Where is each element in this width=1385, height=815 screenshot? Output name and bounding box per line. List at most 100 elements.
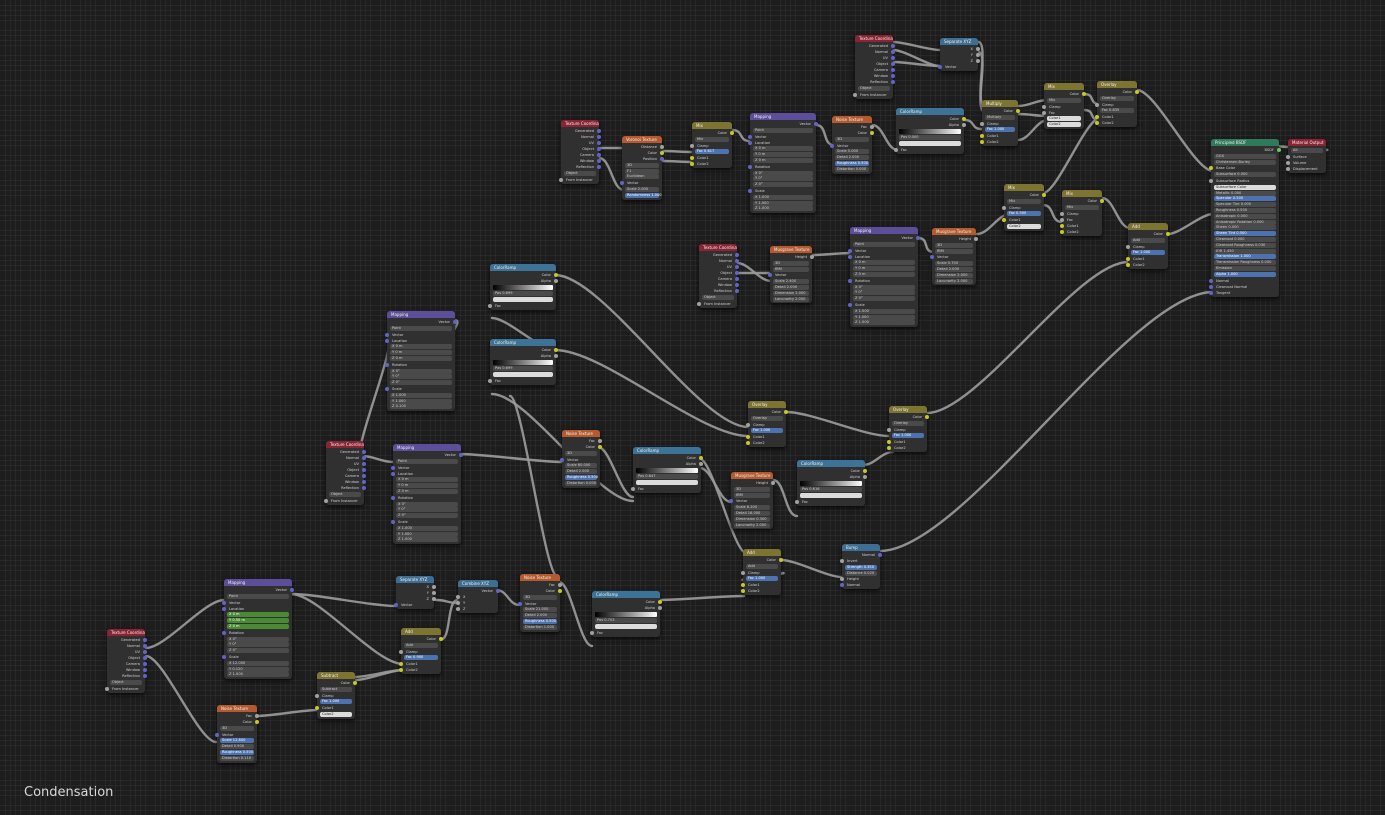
- socket-dot[interactable]: [748, 134, 752, 139]
- input-socket-row[interactable]: Location: [748, 140, 813, 146]
- socket-dot[interactable]: [735, 283, 739, 287]
- property-field[interactable]: 3D: [523, 594, 557, 600]
- socket-dot[interactable]: [810, 255, 814, 259]
- socket-dot[interactable]: [748, 188, 752, 193]
- input-socket-row[interactable]: Color2: [690, 161, 729, 167]
- input-socket-row[interactable]: Rotation: [848, 278, 915, 284]
- node-header[interactable]: Mapping: [750, 113, 816, 120]
- input-socket-row[interactable]: Vector: [729, 498, 770, 504]
- input-socket-row[interactable]: Clamp: [1095, 102, 1134, 108]
- property-field[interactable]: Detail 2.000: [835, 155, 869, 161]
- input-socket-row[interactable]: From Instancer: [559, 177, 596, 183]
- socket-dot[interactable]: [1126, 257, 1130, 262]
- node-header[interactable]: Mapping: [850, 227, 918, 234]
- node-header[interactable]: ColorRamp: [490, 264, 556, 271]
- input-socket-row[interactable]: From Instancer: [853, 92, 890, 98]
- property-field[interactable]: Z 1.000: [853, 320, 915, 326]
- input-socket-row[interactable]: Fac: [488, 303, 553, 309]
- property-field[interactable]: GGX: [1214, 153, 1276, 159]
- socket-dot[interactable]: [938, 65, 942, 69]
- socket-dot[interactable]: [620, 181, 624, 186]
- property-field[interactable]: X 0 m: [390, 344, 452, 350]
- input-socket-row[interactable]: Clamp: [980, 121, 1015, 127]
- property-field[interactable]: Overlay: [1100, 95, 1134, 101]
- node-header[interactable]: ColorRamp: [490, 339, 556, 346]
- node-header[interactable]: Separate XYZ: [396, 576, 434, 583]
- node-header[interactable]: Noise Texture: [520, 574, 560, 581]
- property-field[interactable]: IOR 1.450: [1214, 248, 1276, 254]
- socket-dot[interactable]: [215, 732, 219, 737]
- property-field[interactable]: Overlay: [751, 415, 783, 421]
- input-socket-row[interactable]: Color1: [1095, 114, 1134, 120]
- property-field[interactable]: Object: [858, 85, 890, 91]
- input-socket-row[interactable]: Color1: [690, 155, 729, 161]
- input-socket-row[interactable]: Color1: [741, 582, 778, 588]
- socket-dot[interactable]: [385, 362, 389, 367]
- property-field[interactable]: Pos 0.847: [636, 474, 698, 479]
- socket-dot[interactable]: [1060, 211, 1064, 216]
- socket-dot[interactable]: [597, 129, 601, 133]
- node-header[interactable]: Principled BSDF: [1211, 139, 1279, 146]
- color-ramp-gradient[interactable]: [493, 285, 553, 290]
- input-socket-row[interactable]: Clamp: [1126, 244, 1165, 250]
- socket-dot[interactable]: [1060, 223, 1064, 228]
- socket-dot[interactable]: [660, 151, 664, 155]
- socket-dot[interactable]: [255, 714, 259, 718]
- property-field[interactable]: Dimension 2.000: [773, 290, 809, 296]
- property-field[interactable]: Add: [1131, 237, 1165, 243]
- property-field[interactable]: Scale 60.000: [565, 463, 597, 469]
- socket-dot[interactable]: [1042, 193, 1046, 197]
- node-header[interactable]: Overlay: [1097, 81, 1137, 88]
- socket-dot[interactable]: [1082, 92, 1086, 96]
- socket-dot[interactable]: [660, 157, 664, 161]
- property-field[interactable]: [493, 296, 553, 302]
- property-field[interactable]: Scale 12.800: [220, 738, 254, 744]
- property-field[interactable]: Z 0 m: [390, 355, 452, 361]
- input-socket-row[interactable]: Subsurface Radius: [1209, 178, 1276, 184]
- color-ramp-gradient[interactable]: [636, 468, 698, 473]
- socket-dot[interactable]: [399, 668, 403, 673]
- socket-dot[interactable]: [432, 597, 436, 601]
- socket-dot[interactable]: [391, 471, 395, 476]
- node-header[interactable]: Musgrave Texture: [770, 246, 812, 253]
- property-field[interactable]: Specular 0.500: [1214, 196, 1276, 202]
- socket-dot[interactable]: [980, 121, 984, 126]
- input-socket-row[interactable]: Location: [385, 338, 452, 344]
- socket-dot[interactable]: [1209, 278, 1213, 283]
- property-field[interactable]: Emission: [1214, 265, 1276, 271]
- property-field[interactable]: Y 0°: [390, 374, 452, 380]
- socket-dot[interactable]: [1100, 199, 1104, 203]
- node-header[interactable]: Separate XYZ: [940, 38, 978, 45]
- input-socket-row[interactable]: Surface: [1286, 154, 1323, 160]
- socket-dot[interactable]: [848, 248, 852, 253]
- socket-dot[interactable]: [554, 348, 558, 352]
- property-field[interactable]: Transmission 1.000: [1214, 254, 1276, 260]
- socket-dot[interactable]: [598, 445, 602, 449]
- property-field[interactable]: Scale 2.000: [625, 186, 659, 192]
- socket-dot[interactable]: [362, 462, 366, 466]
- socket-dot[interactable]: [559, 177, 563, 182]
- property-field[interactable]: Detail 16.000: [734, 510, 770, 516]
- socket-dot[interactable]: [143, 674, 147, 678]
- property-field[interactable]: Mix: [1065, 204, 1099, 210]
- property-field[interactable]: Z 0°: [396, 513, 458, 519]
- property-field[interactable]: Detail 2.000: [565, 469, 597, 475]
- property-field[interactable]: Sheen Tint 0.500: [1214, 231, 1276, 237]
- property-field[interactable]: Randomness 1.000: [625, 192, 662, 198]
- socket-dot[interactable]: [222, 630, 226, 635]
- socket-dot[interactable]: [391, 495, 395, 500]
- input-socket-row[interactable]: Rotation: [222, 630, 289, 636]
- socket-dot[interactable]: [385, 332, 389, 337]
- input-socket-row[interactable]: Normal: [840, 582, 877, 588]
- property-field[interactable]: X 1.000: [853, 308, 915, 314]
- property-field[interactable]: Y 0°: [396, 507, 458, 513]
- socket-dot[interactable]: [1016, 109, 1020, 113]
- input-socket-row[interactable]: Vector: [848, 248, 915, 254]
- property-field[interactable]: Subtract: [320, 686, 352, 692]
- property-field[interactable]: 3D: [835, 136, 869, 142]
- property-field[interactable]: X 0°: [396, 501, 458, 507]
- property-field[interactable]: Point: [753, 127, 813, 133]
